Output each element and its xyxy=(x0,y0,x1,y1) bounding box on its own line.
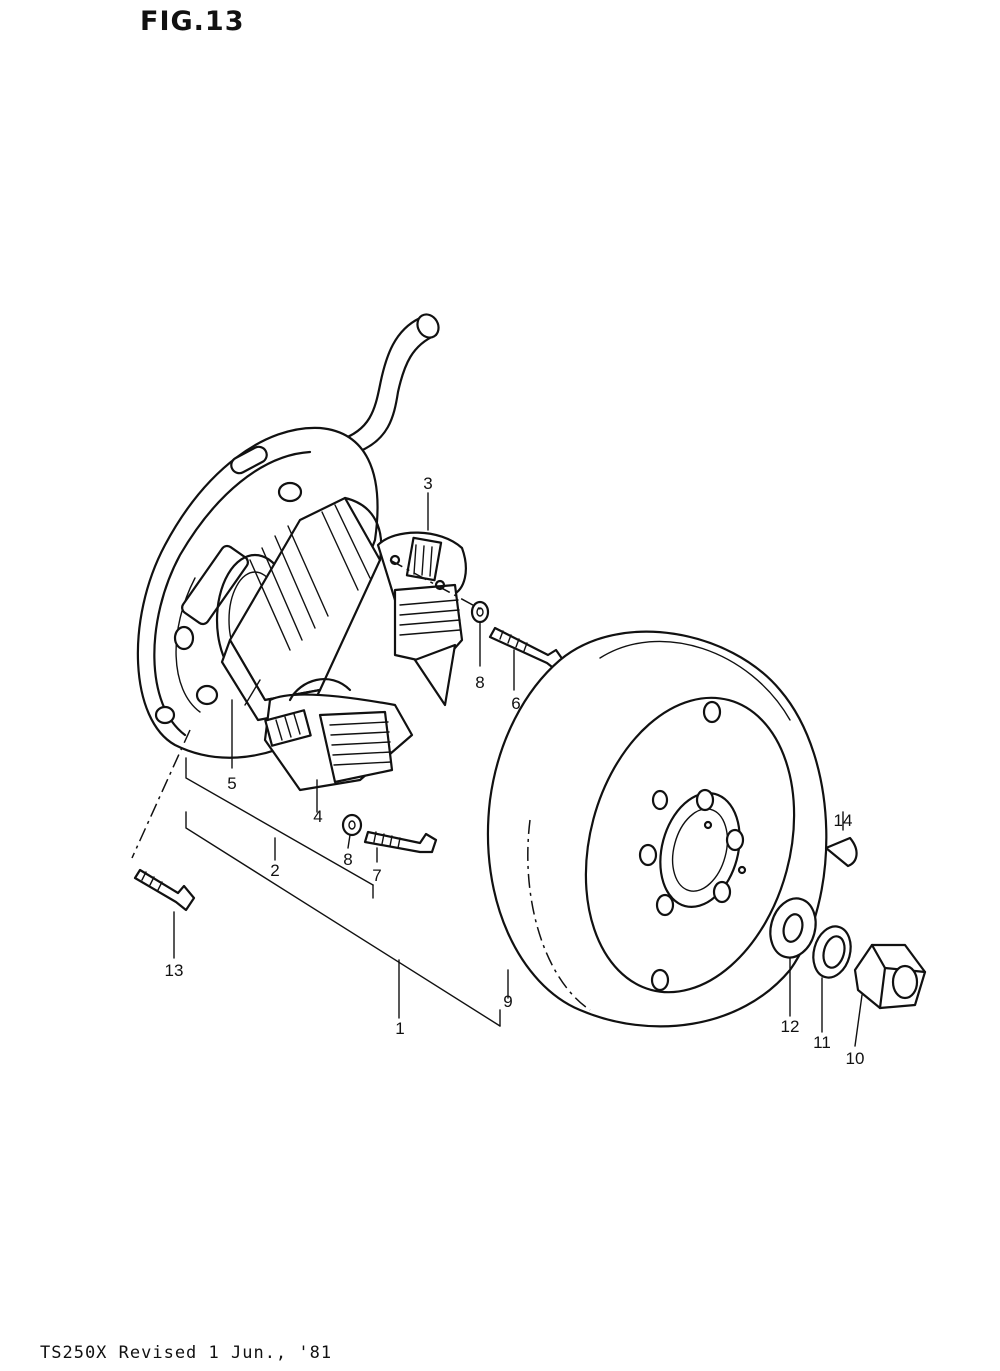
callout-8-lower: 8 xyxy=(343,850,352,869)
callout-7: 7 xyxy=(372,866,381,885)
leader-lines xyxy=(131,559,501,1027)
lock-washer-11 xyxy=(812,925,852,979)
callout-13: 13 xyxy=(165,961,184,980)
callout-8-upper: 8 xyxy=(475,673,484,692)
screw-upper xyxy=(488,626,565,672)
screw-13 xyxy=(133,868,196,912)
callout-5: 5 xyxy=(227,774,236,793)
callout-11: 11 xyxy=(813,1033,831,1052)
revision-footer: TS250X Revised 1 Jun., '81 xyxy=(40,1343,333,1363)
screw-lower xyxy=(363,830,438,854)
callout-6: 6 xyxy=(511,694,520,713)
callout-4: 4 xyxy=(313,807,322,826)
washer-upper xyxy=(470,600,490,624)
ignition-coil-upper xyxy=(376,531,467,707)
callout-9: 9 xyxy=(503,992,512,1011)
wire-harness xyxy=(338,313,440,454)
callout-2: 2 xyxy=(270,861,279,880)
callout-10: 10 xyxy=(846,1049,865,1068)
callout-12: 12 xyxy=(781,1017,800,1036)
nut-10 xyxy=(853,943,927,1010)
ignition-coil-lower xyxy=(263,678,414,792)
washer-12 xyxy=(769,897,817,959)
callout-3: 3 xyxy=(423,474,432,493)
figure-title: FIG.13 xyxy=(140,6,245,37)
callout-14: 14 xyxy=(834,811,853,830)
key-14 xyxy=(824,836,858,868)
callout-leaders xyxy=(173,492,863,1047)
washer-lower xyxy=(341,813,363,837)
callout-1: 1 xyxy=(395,1019,404,1038)
rotor-flywheel xyxy=(486,630,828,1028)
